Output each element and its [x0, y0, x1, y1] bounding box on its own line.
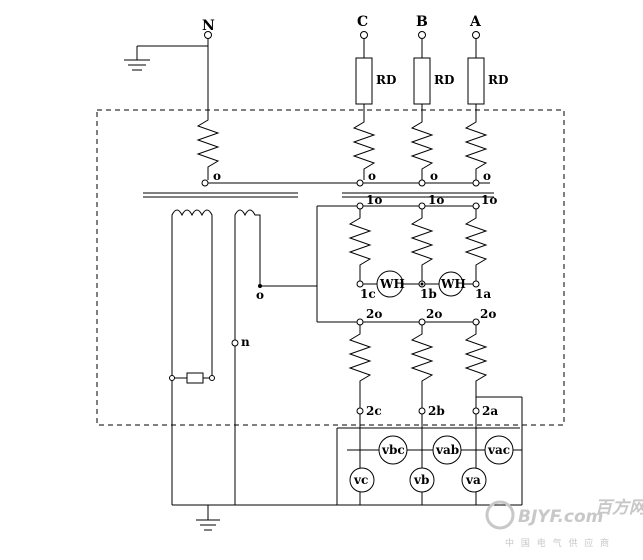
winding1-coil-b [410, 208, 434, 282]
tap-label-a: o [483, 169, 491, 183]
wh-label-2: WH [440, 277, 466, 291]
label-common-o: o [256, 288, 264, 302]
terminal-c-dot [360, 31, 368, 39]
w1-bot-a: 1a [475, 287, 491, 301]
meter-label-vc: vc [353, 473, 368, 487]
core-bars [143, 192, 494, 198]
dashed-enclosure [96, 109, 565, 426]
watt-meter-1 [376, 270, 404, 298]
label-b: B [416, 14, 428, 30]
left-coil-winding [171, 209, 317, 505]
meter-label-vbc: vbc [381, 443, 405, 457]
label-c: C [357, 14, 368, 30]
volt-meter-vac [484, 435, 514, 465]
w1-bot-c: 1c [360, 287, 376, 301]
winding2-coil-b [410, 324, 434, 408]
label-a: A [469, 14, 482, 30]
w1-top-b: 1o [428, 193, 444, 207]
meter-label-va: va [465, 473, 481, 487]
volt-meter-va [461, 467, 487, 493]
watermark-brand: BJYF.com [518, 507, 603, 527]
w2-top-c: 2o [366, 307, 382, 321]
tap-label-n: o [213, 169, 221, 183]
phase-c-line [352, 38, 376, 180]
meter-label-vb: vb [413, 473, 429, 487]
meter-label-vab: vab [435, 443, 459, 457]
winding2-coil-c [348, 324, 372, 408]
volt-meter-vab [432, 435, 462, 465]
watt-meter-2 [438, 271, 464, 297]
w1-bot-b: 1b [420, 287, 437, 301]
meter-label-vac: vac [487, 443, 510, 457]
phase-b-line [410, 38, 434, 180]
w2-top-a: 2o [480, 307, 496, 321]
winding1-coil-c [348, 208, 372, 282]
volt-meter-vc [349, 467, 375, 493]
ground-symbol-top [124, 45, 208, 71]
terminal-b-dot [418, 31, 426, 39]
winding2-coil-a [464, 324, 488, 408]
phase-a-line [464, 38, 488, 180]
tap-label-b: o [430, 169, 438, 183]
w2-bot-a: 2a [482, 404, 498, 418]
tap-label-c: o [368, 169, 376, 183]
watermark-logo-icon [485, 500, 515, 530]
left-resistor [171, 372, 212, 505]
w2-top-b: 2o [426, 307, 442, 321]
terminal-a-dot [472, 31, 480, 39]
volt-meter-vbc [378, 435, 408, 465]
fuse-label-c: RD [376, 73, 396, 87]
w2-bot-c: 2c [366, 404, 382, 418]
neutral-line [196, 38, 220, 180]
watermark-slogan: 中 国 电 气 供 应 商 [505, 537, 611, 549]
winding1-coil-a [464, 208, 488, 282]
w1-top-a: 1o [481, 193, 497, 207]
w2-bot-b: 2b [428, 404, 445, 418]
label-n-lower: n [241, 335, 250, 349]
fuse-label-b: RD [434, 73, 454, 87]
w1-top-c: 1o [366, 193, 382, 207]
wh-label-1: WH [379, 277, 405, 291]
label-n: N [202, 18, 215, 34]
watermark-brand-cn: 百方网 [595, 498, 643, 518]
volt-meter-vb [409, 467, 435, 493]
fuse-label-a: RD [488, 73, 508, 87]
watermark: BJYF.com 百方网 中 国 电 气 供 应 商 [485, 498, 643, 549]
terminal-n-dot [204, 31, 212, 39]
bottom-ground-bus [172, 450, 523, 531]
